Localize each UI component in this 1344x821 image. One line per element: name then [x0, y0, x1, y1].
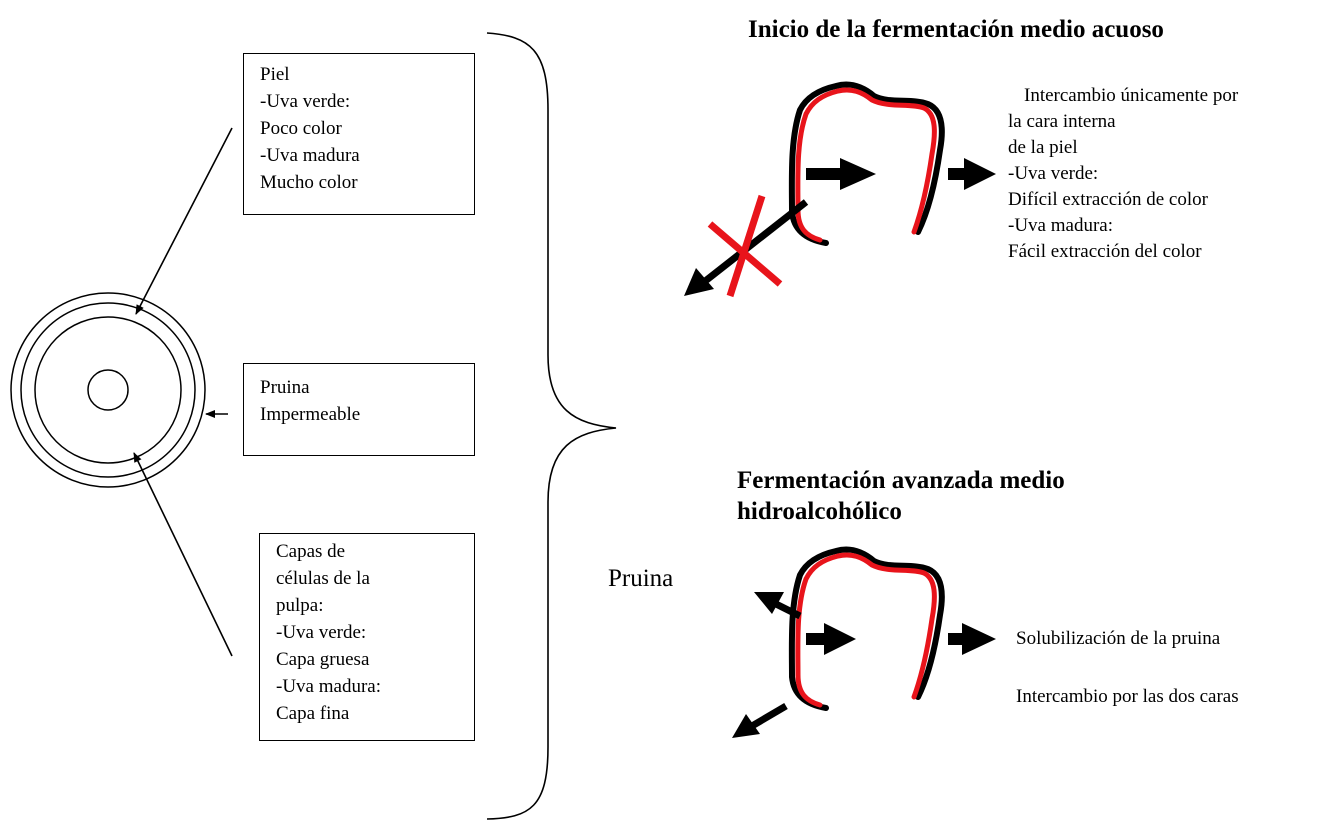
- description-line: Intercambio únicamente por: [1024, 85, 1239, 106]
- pulpa-box-line: pulpa:: [276, 595, 324, 616]
- heading-line: Fermentación avanzada medio: [737, 467, 1065, 494]
- piel-box-line: -Uva verde:: [260, 91, 351, 112]
- piel-box-line: Mucho color: [260, 172, 358, 193]
- description-line: la cara interna: [1008, 111, 1116, 132]
- pruina-box-line: Pruina: [260, 377, 310, 398]
- heading-line: hidroalcohólico: [737, 498, 902, 525]
- piel-box-line: Poco color: [260, 118, 342, 139]
- pulpa-box-line: células de la: [276, 568, 370, 589]
- curly-brace: [486, 32, 617, 820]
- pulpa-box-line: Capa gruesa: [276, 649, 370, 670]
- pulpa-box: Capas de células de la pulpa: -Uva verde…: [259, 533, 475, 741]
- pulpa-pointer-arrow: [133, 452, 233, 657]
- blocked-outward-arrow: [684, 199, 809, 296]
- description-line: -Uva madura:: [1008, 215, 1113, 236]
- pulpa-box-line: Capas de: [276, 541, 346, 562]
- piel-pointer-arrow: [135, 127, 233, 315]
- skin-red-advanced: [795, 552, 937, 708]
- skin-outline-advanced: [788, 546, 945, 711]
- piel-box-line: Piel: [260, 64, 290, 85]
- description-line: Fácil extracción del color: [1008, 241, 1202, 262]
- outward-exchange-arrow-advanced: [948, 623, 996, 655]
- description-line: -Uva verde:: [1008, 163, 1099, 184]
- description-line: Intercambio por las dos caras: [1016, 686, 1239, 707]
- grape-cross-section: [10, 292, 206, 488]
- pulpa-box-line: -Uva madura:: [276, 676, 381, 697]
- inward-exchange-arrow-advanced: [806, 623, 856, 655]
- section-advanced-description: Solubilización de la pruina Intercambio …: [1016, 624, 1239, 711]
- section-initial-description: Intercambio únicamente por la cara inter…: [1008, 83, 1239, 265]
- piel-box-line: -Uva madura: [260, 145, 360, 166]
- grape-outer-ring: [10, 292, 206, 488]
- outer-exchange-arrow-up: [754, 592, 802, 620]
- grape-middle-ring: [20, 302, 196, 478]
- outward-exchange-arrow-initial: [948, 158, 996, 190]
- pruina-box: Pruina Impermeable: [243, 363, 475, 456]
- pulpa-box-line: Capa fina: [276, 703, 350, 724]
- section-initial-heading: Inicio de la fermentación medio acuoso: [748, 16, 1164, 43]
- skin-diagram-advanced: [732, 546, 996, 738]
- skin-outline-initial: [788, 81, 945, 246]
- skin-diagram-initial: [684, 81, 996, 298]
- grape-inner-ring: [34, 316, 182, 464]
- outer-exchange-arrow-down: [732, 702, 788, 738]
- pruina-box-line: Impermeable: [260, 404, 361, 425]
- pruina-label: Pruina: [608, 565, 674, 592]
- description-line: Difícil extracción de color: [1008, 189, 1208, 210]
- section-advanced-heading: Fermentación avanzada medio hidroalcohól…: [737, 465, 1065, 527]
- description-line: [1016, 653, 1239, 682]
- inward-exchange-arrow-initial: [806, 158, 876, 190]
- description-line: de la piel: [1008, 137, 1078, 158]
- skin-red-initial: [795, 87, 937, 243]
- piel-box: Piel -Uva verde: Poco color -Uva madura …: [243, 53, 475, 215]
- description-line: Solubilización de la pruina: [1016, 628, 1221, 649]
- grape-seed: [87, 369, 129, 411]
- blocked-x-mark: [707, 194, 783, 298]
- pulpa-box-line: -Uva verde:: [276, 622, 367, 643]
